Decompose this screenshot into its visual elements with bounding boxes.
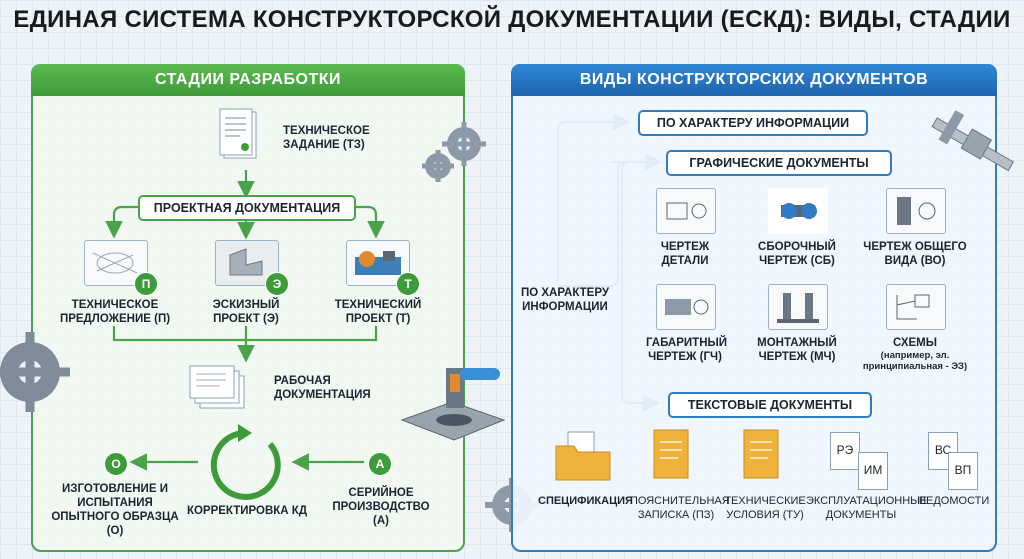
caliper-icon: [920, 100, 1020, 190]
overall-dimension-drawing-image: [656, 284, 716, 330]
assembly-drawing-label: СБОРОЧНЫЙ ЧЕРТЕЖ (СБ): [758, 241, 836, 267]
tz-document-icon: [218, 108, 260, 162]
stage-p-badge: П: [134, 272, 158, 296]
doc-types-header: ВИДЫ КОНСТРУКТОРСКИХ ДОКУМЕНТОВ: [511, 64, 997, 96]
stage-p-label: ТЕХНИЧЕСКОЕ ПРЕДЛОЖЕНИЕ (П): [59, 299, 171, 325]
schematics-note: (например, эл. принципиальная - ЭЗ): [862, 350, 968, 372]
serial-badge: А: [368, 452, 392, 476]
work-docs-label: РАБОЧАЯ ДОКУМЕНТАЦИЯ: [274, 375, 371, 401]
explanatory-note-label: ПОЯСНИТЕЛЬНАЯ ЗАПИСКА (ПЗ): [630, 495, 730, 521]
prototype-badge: О: [104, 452, 128, 476]
statement-vp-code: ВП: [954, 463, 972, 477]
part-drawing-label: ЧЕРТЕЖ ДЕТАЛИ: [660, 241, 710, 267]
installation-drawing-image: [768, 284, 828, 330]
main-title: ЕДИНАЯ СИСТЕМА КОНСТРУКТОРСКОЙ ДОКУМЕНТА…: [13, 6, 1011, 33]
explanatory-note-icon: [650, 428, 696, 484]
serial-label: СЕРИЙНОЕ ПРОИЗВОДСТВО (А): [332, 487, 430, 527]
operation-doc-im-icon: ИМ: [858, 452, 888, 490]
statement-vp-icon: ВП: [948, 452, 978, 490]
stage-e-label: ЭСКИЗНЫЙ ПРОЕКТ (Э): [212, 299, 280, 325]
by-info-pill: ПО ХАРАКТЕРУ ИНФОРМАЦИИ: [638, 110, 868, 136]
general-view-drawing-label: ЧЕРТЕЖ ОБЩЕГО ВИДА (ВО): [863, 241, 967, 267]
stage-t-label: ТЕХНИЧЕСКИЙ ПРОЕКТ (Т): [334, 299, 422, 325]
operation-docs-label: ЭКСПЛУАТАЦИОННЫЕ ДОКУМЕНТЫ: [806, 495, 928, 521]
operation-doc-re-code: РЭ: [836, 443, 854, 457]
schematics-image: [886, 284, 946, 330]
statements-label: ВЕДОМОСТИ: [918, 495, 990, 507]
prototype-label: ИЗГОТОВЛЕНИЕ И ИСПЫТАНИЯ ОПЫТНОГО ОБРАЗЦ…: [51, 483, 179, 537]
operation-doc-re-icon: РЭ: [830, 432, 860, 470]
stage-t-badge: Т: [396, 272, 420, 296]
specification-label: СПЕЦИФИКАЦИЯ: [538, 495, 633, 507]
machine-tool-icon: [396, 360, 508, 450]
side-by-info-label: ПО ХАРАКТЕРУ ИНФОРМАЦИИ: [520, 287, 610, 313]
work-docs-stack-icon: [186, 362, 248, 412]
overall-dimension-drawing-label: ГАБАРИТНЫЙ ЧЕРТЕЖ (ГЧ): [646, 337, 728, 363]
statement-vs-code: ВС: [934, 443, 952, 457]
schematics-label: СХЕМЫ: [892, 337, 938, 349]
stage-t-image: [346, 240, 410, 286]
tech-conditions-icon: [740, 428, 786, 484]
folder-icon: [554, 428, 612, 484]
stages-header: СТАДИИ РАЗРАБОТКИ: [31, 64, 465, 96]
graphic-docs-pill: ГРАФИЧЕСКИЕ ДОКУМЕНТЫ: [666, 150, 892, 176]
assembly-drawing-image: [768, 188, 828, 234]
tech-conditions-label: ТЕХНИЧЕСКИЕ УСЛОВИЯ (ТУ): [724, 495, 806, 521]
text-docs-pill: ТЕКСТОВЫЕ ДОКУМЕНТЫ: [668, 392, 872, 418]
tz-label: ТЕХНИЧЕСКОЕ ЗАДАНИЕ (ТЗ): [283, 125, 370, 151]
project-docs-pill: ПРОЕКТНАЯ ДОКУМЕНТАЦИЯ: [138, 195, 356, 221]
gears-icon: [418, 122, 488, 186]
large-gear-icon: [0, 330, 74, 414]
general-view-drawing-image: [886, 188, 946, 234]
correction-label: КОРРЕКТИРОВКА КД: [186, 505, 308, 517]
installation-drawing-label: МОНТАЖНЫЙ ЧЕРТЕЖ (МЧ): [757, 337, 837, 363]
stage-e-badge: Э: [265, 272, 289, 296]
operation-doc-im-code: ИМ: [863, 463, 883, 477]
part-drawing-image: [656, 188, 716, 234]
